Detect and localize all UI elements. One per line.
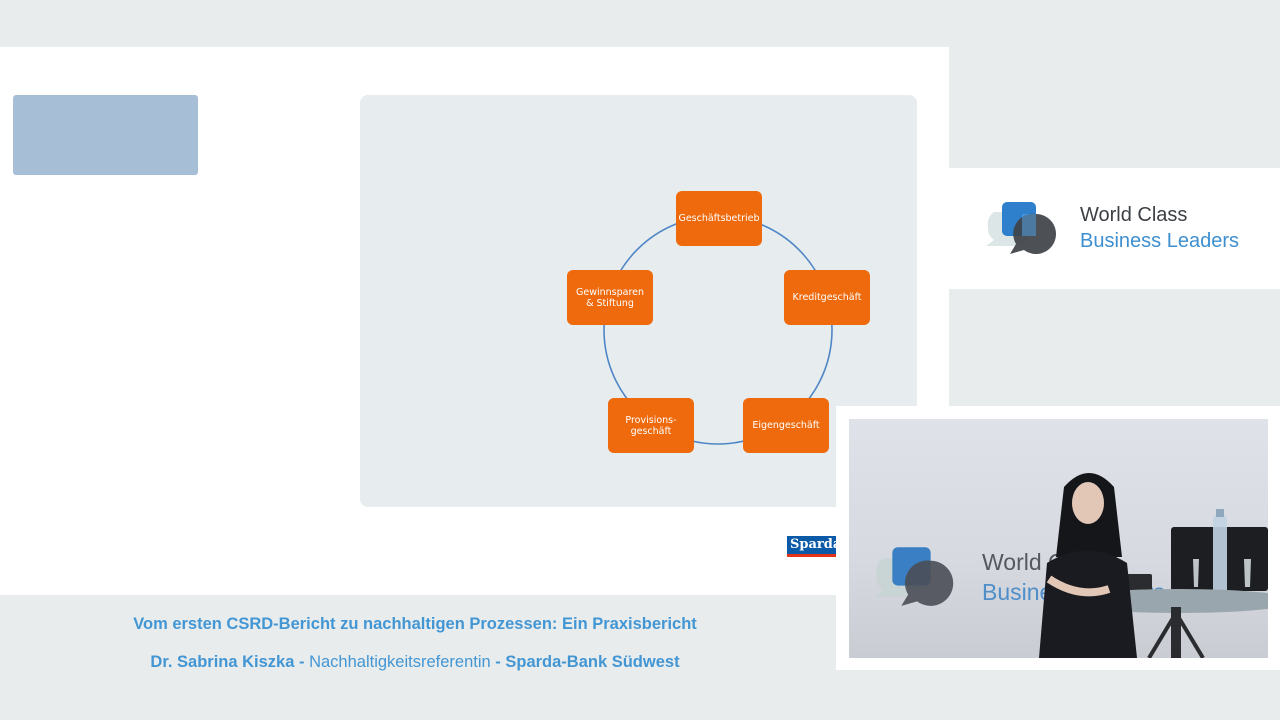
brand-line2: Business Leaders bbox=[1080, 228, 1239, 254]
speaker-video-frame: World Class Business Leaders bbox=[836, 406, 1280, 670]
cycle-node-gewinnsparen-stiftung: Gewinnsparen & Stiftung bbox=[567, 270, 653, 325]
presentation-slide: Geschäftsbetrieb Kreditgeschäft Eigenges… bbox=[0, 47, 949, 595]
speech-bubbles-logo-icon bbox=[978, 200, 1068, 255]
speaker-role: Nachhaltigkeitsreferentin bbox=[309, 653, 491, 671]
cycle-node-eigengeschaeft: Eigengeschäft bbox=[743, 398, 829, 453]
brand-wordmark: World Class Business Leaders bbox=[1080, 202, 1239, 254]
speaker-organization: Sparda-Bank Südwest bbox=[505, 653, 679, 671]
speaker-name: Dr. Sabrina Kiszka bbox=[150, 653, 294, 671]
talk-title: Vom ersten CSRD-Bericht zu nachhaltigen … bbox=[0, 615, 830, 634]
cycle-node-geschaeftsbetrieb: Geschäftsbetrieb bbox=[676, 191, 762, 246]
cycle-diagram-panel: Geschäftsbetrieb Kreditgeschäft Eigenges… bbox=[360, 95, 917, 507]
cycle-node-kreditgeschaeft: Kreditgeschäft bbox=[784, 270, 870, 325]
speaker-scene bbox=[849, 419, 1268, 658]
brand-line1: World Class bbox=[1080, 202, 1239, 228]
brand-panel: World Class Business Leaders bbox=[949, 168, 1280, 289]
speaker-line: Dr. Sabrina Kiszka - Nachhaltigkeitsrefe… bbox=[0, 653, 830, 672]
speaker-video: World Class Business Leaders bbox=[849, 419, 1268, 658]
cycle-node-provisionsgeschaeft: Provisions- geschäft bbox=[608, 398, 694, 453]
slide-title-block bbox=[13, 95, 198, 175]
sparda-logo: Sparda bbox=[787, 536, 842, 560]
